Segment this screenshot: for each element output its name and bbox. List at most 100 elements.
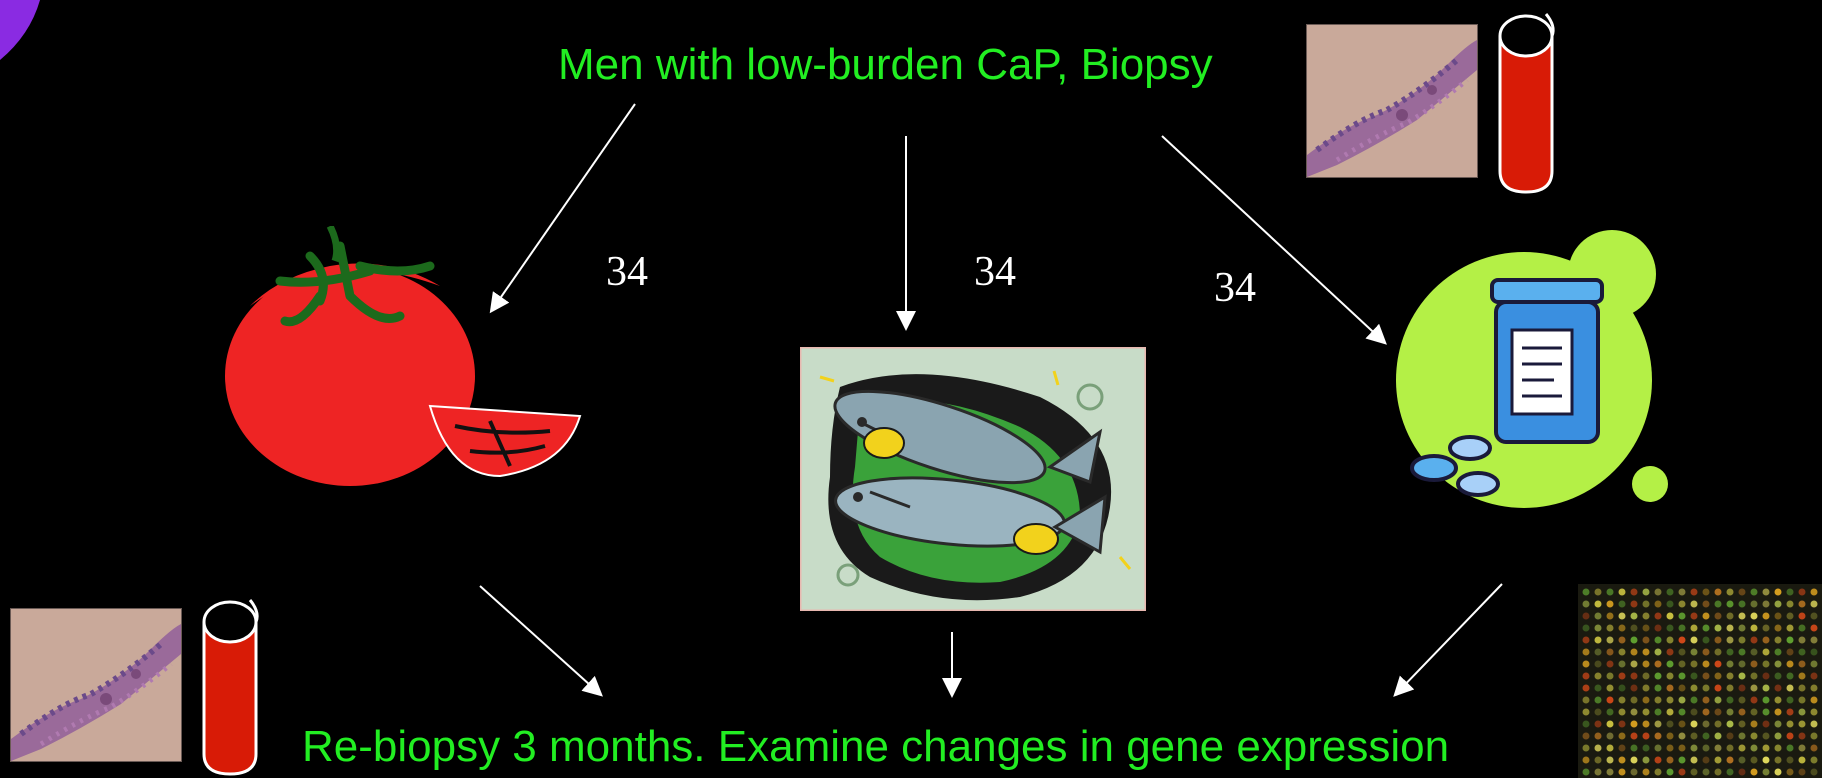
microarray-spot <box>1799 769 1806 776</box>
microarray-spot <box>1679 601 1686 608</box>
microarray-spot <box>1619 685 1626 692</box>
microarray-spot <box>1751 601 1758 608</box>
microarray-spot <box>1763 697 1770 704</box>
microarray-spot <box>1607 661 1614 668</box>
microarray-spot <box>1595 649 1602 656</box>
microarray-spot <box>1727 769 1734 776</box>
microarray-spot <box>1679 697 1686 704</box>
arrow-from-tomato <box>480 586 600 694</box>
microarray-spot <box>1715 745 1722 752</box>
microarray-spot <box>1751 757 1758 764</box>
microarray-spot <box>1787 709 1794 716</box>
microarray-spot <box>1811 709 1818 716</box>
microarray-spot <box>1655 601 1662 608</box>
microarray-spot <box>1787 601 1794 608</box>
microarray-spot <box>1691 625 1698 632</box>
microarray-spot <box>1799 685 1806 692</box>
microarray-spot <box>1619 673 1626 680</box>
microarray-spot <box>1631 721 1638 728</box>
microarray-spot <box>1811 721 1818 728</box>
microarray-spot <box>1739 613 1746 620</box>
microarray-spot <box>1619 661 1626 668</box>
microarray-spot <box>1799 625 1806 632</box>
microarray-spot <box>1691 673 1698 680</box>
microarray-spot <box>1679 589 1686 596</box>
microarray-spot <box>1679 685 1686 692</box>
microarray-spot <box>1691 613 1698 620</box>
microarray-spot <box>1631 697 1638 704</box>
microarray-spot <box>1595 613 1602 620</box>
microarray-spot <box>1583 733 1590 740</box>
microarray-spot <box>1811 613 1818 620</box>
microarray-spot <box>1763 661 1770 668</box>
microarray-spot <box>1703 745 1710 752</box>
microarray-spot <box>1691 697 1698 704</box>
microarray-spot <box>1655 769 1662 776</box>
microarray-spot <box>1667 697 1674 704</box>
microarray-spot <box>1751 685 1758 692</box>
microarray-spot <box>1595 673 1602 680</box>
microarray-spot <box>1799 721 1806 728</box>
microarray-spot <box>1727 721 1734 728</box>
microarray-spot <box>1691 757 1698 764</box>
microarray-spot <box>1583 613 1590 620</box>
microarray-spot <box>1655 697 1662 704</box>
microarray-spot <box>1703 709 1710 716</box>
microarray-spot <box>1583 637 1590 644</box>
microarray-spot <box>1595 769 1602 776</box>
microarray-spot <box>1643 721 1650 728</box>
microarray-spot <box>1739 733 1746 740</box>
microarray-spot <box>1811 637 1818 644</box>
tomato-icon <box>210 226 590 496</box>
microarray-spot <box>1739 625 1746 632</box>
microarray-spot <box>1607 625 1614 632</box>
microarray-spot <box>1751 733 1758 740</box>
microarray-spot <box>1643 709 1650 716</box>
microarray-spot <box>1655 613 1662 620</box>
microarray-spot <box>1607 769 1614 776</box>
microarray-spot <box>1787 745 1794 752</box>
microarray-spot <box>1655 757 1662 764</box>
microarray-spot <box>1631 673 1638 680</box>
microarray-spot <box>1643 757 1650 764</box>
microarray-spot <box>1703 661 1710 668</box>
microarray-spot <box>1667 769 1674 776</box>
microarray-spot <box>1583 673 1590 680</box>
fish-icon <box>800 347 1146 611</box>
microarray-spot <box>1787 697 1794 704</box>
gene-microarray-image <box>1578 584 1822 778</box>
microarray-spot <box>1667 757 1674 764</box>
microarray-spot <box>1811 769 1818 776</box>
microarray-spot <box>1679 661 1686 668</box>
microarray-spot <box>1667 709 1674 716</box>
microarray-spot <box>1607 637 1614 644</box>
microarray-spot <box>1763 613 1770 620</box>
microarray-spot <box>1727 625 1734 632</box>
microarray-spot <box>1607 709 1614 716</box>
arrow-to-supplement <box>1162 136 1384 342</box>
microarray-spot <box>1763 709 1770 716</box>
microarray-spot <box>1679 757 1686 764</box>
microarray-spot <box>1775 589 1782 596</box>
microarray-spot <box>1811 625 1818 632</box>
microarray-spot <box>1715 757 1722 764</box>
microarray-spot <box>1727 697 1734 704</box>
microarray-spot <box>1583 745 1590 752</box>
microarray-spot <box>1811 589 1818 596</box>
microarray-spot <box>1655 721 1662 728</box>
microarray-spot <box>1631 745 1638 752</box>
microarray-spot <box>1739 589 1746 596</box>
microarray-spot <box>1595 697 1602 704</box>
pill-bottle-icon <box>1394 230 1674 516</box>
microarray-spot <box>1751 613 1758 620</box>
microarray-spot <box>1631 637 1638 644</box>
microarray-spot <box>1751 697 1758 704</box>
microarray-spot <box>1607 613 1614 620</box>
microarray-spot <box>1667 733 1674 740</box>
microarray-spot <box>1595 709 1602 716</box>
microarray-spot <box>1799 637 1806 644</box>
microarray-spot <box>1619 625 1626 632</box>
microarray-spot <box>1763 721 1770 728</box>
microarray-spot <box>1631 625 1638 632</box>
microarray-spot <box>1727 757 1734 764</box>
